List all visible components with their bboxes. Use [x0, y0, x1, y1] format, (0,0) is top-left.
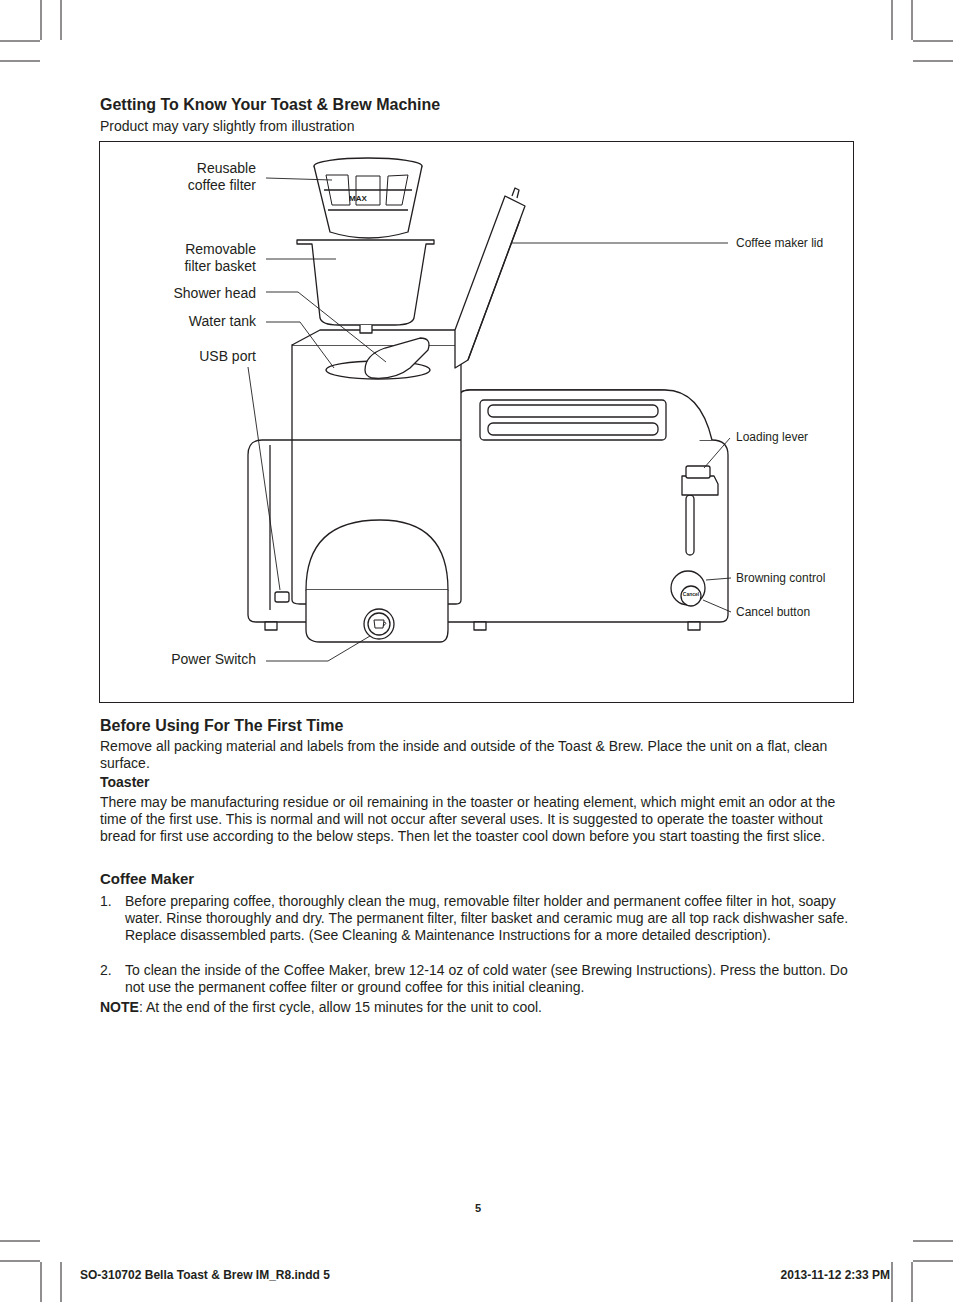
heading: Getting To Know Your Toast & Brew Machin…	[100, 95, 800, 115]
list-number: 2.	[100, 962, 124, 979]
filter-mark: MAX	[349, 194, 389, 204]
paragraph: Remove all packing material and labels f…	[100, 738, 860, 772]
part-label: Loading lever	[736, 430, 846, 445]
footer-date: 2013-11-12 2:33 PM	[700, 1268, 890, 1283]
section-heading: Before Using For The First Time	[100, 716, 600, 736]
list-item: To clean the inside of the Coffee Maker,…	[125, 962, 860, 996]
note-text: : At the end of the first cycle, allow 1…	[139, 999, 542, 1015]
note-label: NOTE	[100, 999, 139, 1015]
paragraph: There may be manufacturing residue or oi…	[100, 794, 860, 845]
part-label: Coffee maker lid	[736, 236, 846, 251]
part-label: Cancel button	[736, 605, 846, 620]
part-label: Power Switch	[120, 651, 256, 668]
list-number: 1.	[100, 893, 124, 910]
subheading: Coffee Maker	[100, 870, 400, 888]
page-number: 5	[468, 1202, 488, 1215]
part-label: Water tank	[140, 313, 256, 330]
part-label: Shower head	[140, 285, 256, 302]
button-mark: Cancel	[680, 592, 702, 597]
part-label: Browning control	[736, 571, 846, 586]
part-label: Removable filter basket	[160, 241, 256, 275]
subtitle: Product may vary slightly from illustrat…	[100, 118, 600, 135]
list-item: Before preparing coffee, thoroughly clea…	[125, 893, 860, 944]
footer-slug: SO-310702 Bella Toast & Brew IM_R8.indd …	[80, 1268, 580, 1283]
note-line: NOTE: At the end of the first cycle, all…	[100, 999, 860, 1016]
part-label: Reusable coffee filter	[160, 160, 256, 194]
part-label: USB port	[140, 348, 256, 365]
subheading: Toaster	[100, 774, 400, 791]
